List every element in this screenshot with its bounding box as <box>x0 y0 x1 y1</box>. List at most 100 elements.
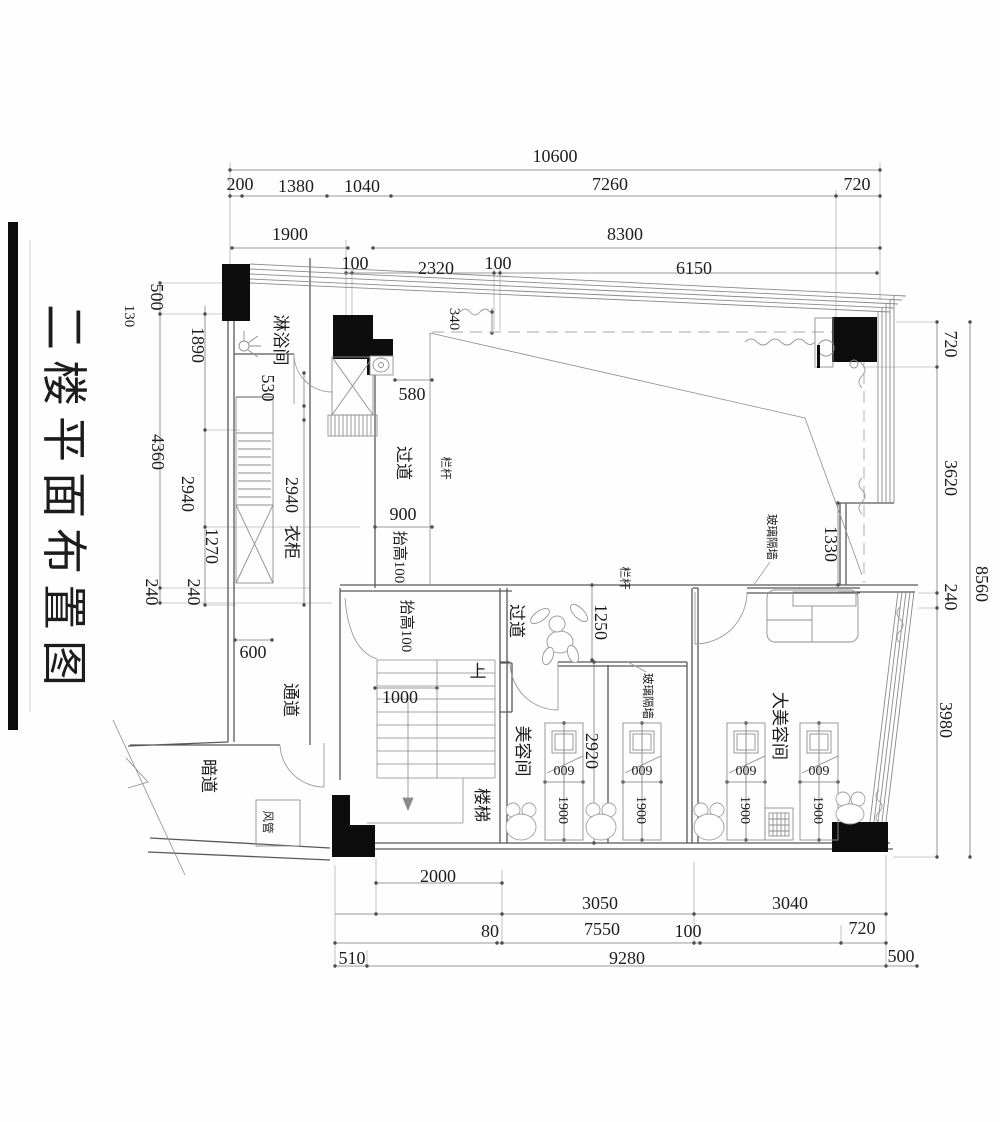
bed4-length: 1900 <box>810 796 825 824</box>
dim-240-right: 240 <box>941 584 961 611</box>
dim-overall-top: 10600 <box>533 146 578 166</box>
dim-4360: 4360 <box>148 434 168 470</box>
column-bottom-right <box>832 822 888 852</box>
air-duct-box <box>255 799 301 847</box>
label-up: 上 <box>470 662 487 681</box>
dim-500-left: 500 <box>147 284 167 311</box>
label-shower-room: 淋浴间 <box>271 315 290 366</box>
dim-720-right: 720 <box>941 331 961 358</box>
dim-80: 80 <box>481 921 499 941</box>
dim-1380: 1380 <box>278 176 314 196</box>
door-arcs <box>279 353 748 788</box>
dim-500-bottom: 500 <box>888 946 915 966</box>
break-squiggles <box>459 308 904 824</box>
bed3-length: 1900 <box>737 796 752 824</box>
stool-4 <box>835 791 866 825</box>
dim-720-top: 720 <box>844 174 871 194</box>
dim-1900: 1900 <box>272 224 308 244</box>
dim-130: 130 <box>121 305 137 328</box>
wall-band-lines <box>249 263 915 839</box>
dim-1330: 1330 <box>821 526 841 562</box>
dim-240-outer: 240 <box>142 579 162 606</box>
dim-600: 600 <box>240 642 267 662</box>
dim-240-inner: 240 <box>184 579 204 606</box>
massage-beds <box>544 722 839 841</box>
stools <box>505 791 866 841</box>
dim-3050: 3050 <box>582 893 618 913</box>
column-top-right <box>832 317 877 362</box>
dimension-lines <box>159 169 971 967</box>
dimension-texts-rotated: 500 130 1890 530 4360 2940 2940 1270 240… <box>121 284 992 770</box>
dim-720-bottom: 720 <box>849 918 876 938</box>
dim-900: 900 <box>390 504 417 524</box>
bed-2 <box>622 722 662 841</box>
dim-1890: 1890 <box>188 327 208 363</box>
staircase <box>367 659 496 824</box>
label-leaders <box>627 561 771 673</box>
label-stairs: 楼梯 <box>472 788 491 822</box>
wardrobe-unit <box>235 396 274 584</box>
dim-9280: 9280 <box>609 948 645 968</box>
stool-1 <box>505 802 537 841</box>
sink <box>369 355 394 376</box>
void-and-partition-lines <box>112 332 863 876</box>
dim-340: 340 <box>446 308 462 331</box>
reception-cabinet <box>766 589 859 643</box>
title-block: 二楼平面布置图 <box>8 222 89 730</box>
dim-8300: 8300 <box>607 224 643 244</box>
label-corridor-lower: 过道 <box>507 604 526 638</box>
dim-100b: 100 <box>485 253 512 273</box>
shower-head-icon <box>238 331 261 358</box>
bed1-length: 1900 <box>555 796 570 824</box>
dim-2940-wardrobe: 2940 <box>282 477 302 513</box>
dim-2920: 2920 <box>582 733 602 769</box>
dim-1270: 1270 <box>202 528 222 564</box>
dim-510: 510 <box>339 948 366 968</box>
shaft-and-grille <box>327 356 378 437</box>
dim-1250: 1250 <box>591 604 611 640</box>
bed3-width: 600 <box>736 762 757 777</box>
bed-4 <box>799 722 839 841</box>
main-walls <box>127 258 918 861</box>
dimension-ticks <box>158 168 972 968</box>
dim-100a: 100 <box>342 253 369 273</box>
label-beauty-room: 美容间 <box>513 726 532 777</box>
equipment-top-right <box>814 317 859 369</box>
dimension-texts-horizontal: 10600 200 1380 1040 7260 720 1900 8300 1… <box>227 146 915 968</box>
dim-3620: 3620 <box>941 460 961 496</box>
stool-2 <box>585 802 617 841</box>
dim-1000: 1000 <box>382 687 418 707</box>
dim-6150: 6150 <box>676 258 712 278</box>
label-corridor-upper: 过道 <box>394 446 413 480</box>
stair-direction-arrow <box>402 797 414 812</box>
dim-530: 530 <box>258 375 278 402</box>
room-label-texts: 淋浴间 衣柜 通道 暗道 风管 过道 栏杆 过道 栏杆 玻璃隔墙 玻璃隔墙 美容… <box>199 315 789 834</box>
label-hidden-passage: 暗道 <box>199 759 218 793</box>
title-bar <box>8 222 18 730</box>
bed2-length: 1900 <box>633 796 648 824</box>
dim-3040: 3040 <box>772 893 808 913</box>
bed1-width: 600 <box>554 762 575 777</box>
label-raise-lower: 抬高100 <box>398 600 415 653</box>
bed-1 <box>544 722 584 841</box>
label-glass-partition-mid: 玻璃隔墙 <box>641 673 655 719</box>
bed4-width: 600 <box>809 762 830 777</box>
centerline-dashed <box>432 331 865 583</box>
sterilizer-appliance <box>764 807 794 841</box>
label-passage: 通道 <box>281 683 300 717</box>
dim-7550: 7550 <box>584 919 620 939</box>
dim-580: 580 <box>399 384 426 404</box>
dim-100-bottom: 100 <box>675 921 702 941</box>
label-air-duct: 风管 <box>261 811 275 834</box>
bed2-width: 600 <box>632 762 653 777</box>
page-title: 二楼平面布置图 <box>38 304 89 696</box>
bed-dimension-texts: 600 600 600 600 1900 1900 1900 1900 <box>554 762 830 824</box>
dim-200: 200 <box>227 174 254 194</box>
column-stair <box>332 795 375 857</box>
label-raise-upper: 抬高100 <box>391 531 408 584</box>
bed-3 <box>726 722 766 841</box>
dim-2320: 2320 <box>418 258 454 278</box>
dim-2940-chain: 2940 <box>178 476 198 512</box>
